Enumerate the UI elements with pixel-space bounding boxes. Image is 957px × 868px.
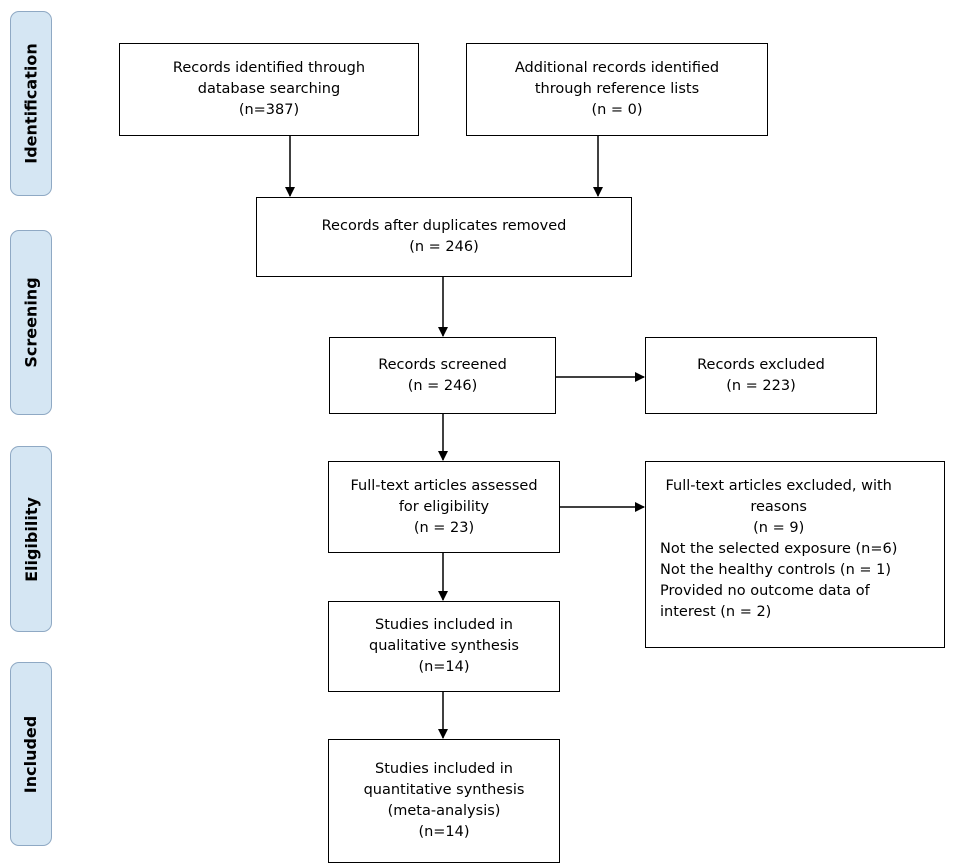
box-fulltext-excluded-text: Full-text articles excluded, with reason… [660, 476, 897, 623]
stage-eligibility: Eligibility [10, 446, 52, 632]
box-records-screened-text: Records screened (n = 246) [378, 356, 507, 394]
box-reference-lists: Additional records identified through re… [466, 43, 768, 136]
box-database-searching: Records identified through database sear… [119, 43, 419, 136]
exclusion-reason: Not the healthy controls (n = 1) [660, 562, 892, 578]
fulltext-excluded-heading-1: Full-text articles excluded, with [665, 478, 892, 494]
box-after-duplicates-text: Records after duplicates removed (n = 24… [321, 218, 567, 255]
box-fulltext-assessed: Full-text articles assessed for eligibil… [328, 461, 560, 553]
box-after-duplicates: Records after duplicates removed (n = 24… [256, 197, 632, 277]
box-fulltext-assessed-text: Full-text articles assessed for eligibil… [350, 477, 538, 536]
box-qualitative-synthesis: Studies included in qualitative synthesi… [328, 601, 560, 692]
box-records-excluded: Records excluded (n = 223) [645, 337, 877, 414]
box-fulltext-excluded: Full-text articles excluded, with reason… [645, 461, 945, 648]
exclusion-reason: interest (n = 2) [660, 604, 772, 620]
stage-included: Included [10, 662, 52, 846]
stage-screening: Screening [10, 230, 52, 415]
box-records-screened: Records screened (n = 246) [329, 337, 556, 414]
exclusion-reason: Not the selected exposure (n=6) [660, 541, 898, 557]
box-qualitative-synthesis-text: Studies included in qualitative synthesi… [369, 617, 519, 675]
box-database-searching-text: Records identified through database sear… [172, 60, 366, 118]
exclusion-reason: Provided no outcome data of [660, 583, 870, 599]
fulltext-excluded-heading-2: reasons [750, 499, 807, 515]
box-records-excluded-text: Records excluded (n = 223) [697, 356, 825, 394]
box-quantitative-synthesis-text: Studies included in quantitative synthes… [363, 761, 525, 840]
box-reference-lists-text: Additional records identified through re… [514, 60, 720, 118]
stage-identification: Identification [10, 11, 52, 196]
box-quantitative-synthesis: Studies included in quantitative synthes… [328, 739, 560, 863]
fulltext-excluded-count: (n = 9) [753, 520, 805, 536]
